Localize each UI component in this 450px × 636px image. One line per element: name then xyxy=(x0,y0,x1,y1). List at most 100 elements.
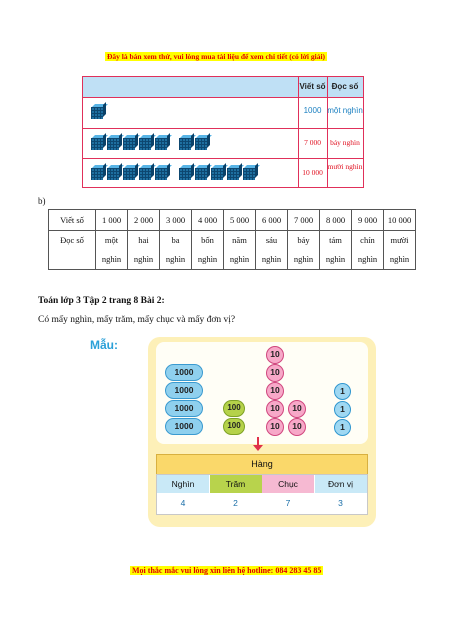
down-arrow-icon xyxy=(257,437,259,447)
thousand-coin: 1000 xyxy=(165,418,203,435)
ten-coin: 10 xyxy=(266,346,284,364)
cube-front xyxy=(179,168,191,180)
cube-side xyxy=(151,163,154,178)
cube-side xyxy=(239,163,242,178)
thousand-cube xyxy=(123,133,140,150)
place-value-header: Đơn vị xyxy=(314,475,367,493)
thousand-cube xyxy=(227,163,244,180)
thousand-cube xyxy=(91,163,108,180)
cube-side xyxy=(103,133,106,148)
ten-coin: 10 xyxy=(266,364,284,382)
header-read-number: Đọc số xyxy=(331,82,359,91)
place-value-header: Chục xyxy=(262,475,314,493)
reading-word: nghìn xyxy=(101,254,122,264)
thousand-coin: 1000 xyxy=(165,382,203,399)
cube-side xyxy=(207,133,210,148)
written-number-cell: 10 000 xyxy=(383,209,416,231)
reading-word: sáu xyxy=(265,235,278,245)
place-value-digit: 2 xyxy=(233,498,238,508)
cube-side xyxy=(151,133,154,148)
cube-front xyxy=(139,168,151,180)
place-value-header: Nghìn xyxy=(157,475,209,493)
ten-coin: 10 xyxy=(266,382,284,400)
cube-front xyxy=(123,168,135,180)
written-number-3: 10 000 xyxy=(302,168,323,177)
cube-front xyxy=(107,168,119,180)
row-label-read: Đọc số xyxy=(48,230,96,270)
read-number-2: bảy nghìn xyxy=(330,138,360,147)
written-number-cell: 9 000 xyxy=(351,209,384,231)
place-value-grid xyxy=(156,474,368,515)
cube-side xyxy=(167,133,170,148)
cube-front xyxy=(227,168,239,180)
thousand-coin: 1000 xyxy=(165,364,203,381)
ten-coin: 10 xyxy=(266,418,284,436)
cube-side xyxy=(207,163,210,178)
thousand-cube xyxy=(211,163,228,180)
reading-word: bốn xyxy=(201,235,214,245)
thousand-cube xyxy=(195,163,212,180)
cube-front xyxy=(195,168,207,180)
header-write-number: Viết số xyxy=(299,82,326,91)
reading-word: ba xyxy=(171,235,180,245)
cube-side xyxy=(255,163,258,178)
thousand-cube xyxy=(155,133,172,150)
written-number-cell: 6 000 xyxy=(255,209,288,231)
thousand-cube xyxy=(123,163,140,180)
written-number-cell: 8 000 xyxy=(319,209,352,231)
written-number-cell: 1 000 xyxy=(95,209,128,231)
cube-side xyxy=(191,163,194,178)
reading-cell: sáu nghìn xyxy=(255,230,288,270)
cube-front xyxy=(139,138,151,150)
reading-word: một xyxy=(104,235,119,245)
place-value-header: Trăm xyxy=(209,475,262,493)
written-number-1: 1000 xyxy=(303,106,322,115)
reading-word: nghìn xyxy=(293,254,314,264)
cube-side xyxy=(191,133,194,148)
cube-front xyxy=(107,138,119,150)
thousand-cube xyxy=(243,163,260,180)
reading-word: mười xyxy=(390,235,409,245)
reading-cell: một nghìn xyxy=(95,230,128,270)
cube-side xyxy=(103,102,106,117)
thousand-cube xyxy=(139,163,156,180)
ten-coin: 10 xyxy=(266,400,284,418)
reading-word: nghìn xyxy=(357,254,378,264)
reading-word: nghìn xyxy=(261,254,282,264)
preview-notice-banner: Đây là bản xem thử, vui lòng mua tài liệ… xyxy=(105,52,328,61)
cube-side xyxy=(223,163,226,178)
one-coin: 1 xyxy=(334,419,351,436)
exercise-heading: Toán lớp 3 Tập 2 trang 8 Bài 2: xyxy=(38,296,165,306)
written-number-cell: 4 000 xyxy=(191,209,224,231)
cube-front xyxy=(243,168,255,180)
thousand-cube xyxy=(107,163,124,180)
reading-word: hai xyxy=(138,235,149,245)
written-number-cell: 5 000 xyxy=(223,209,256,231)
written-number-cell: 2 000 xyxy=(127,209,160,231)
cube-side xyxy=(135,163,138,178)
place-value-digit: 7 xyxy=(285,498,291,508)
reading-word: nghìn xyxy=(165,254,186,264)
table-header-row xyxy=(83,77,363,97)
one-coin: 1 xyxy=(334,383,351,400)
place-value-digit: 4 xyxy=(180,498,186,508)
part-b-label: b) xyxy=(38,196,46,206)
cube-front xyxy=(91,138,103,150)
one-coin: 1 xyxy=(334,401,351,418)
written-number-2: 7 000 xyxy=(304,138,321,147)
written-number-cell: 3 000 xyxy=(159,209,192,231)
cube-front xyxy=(155,138,167,150)
thousand-cube xyxy=(139,133,156,150)
hotline-banner: Mọi thắc mắc vui lòng xin liên hệ hotlin… xyxy=(130,566,324,575)
cube-side xyxy=(135,133,138,148)
arrow-head-icon xyxy=(253,445,263,451)
